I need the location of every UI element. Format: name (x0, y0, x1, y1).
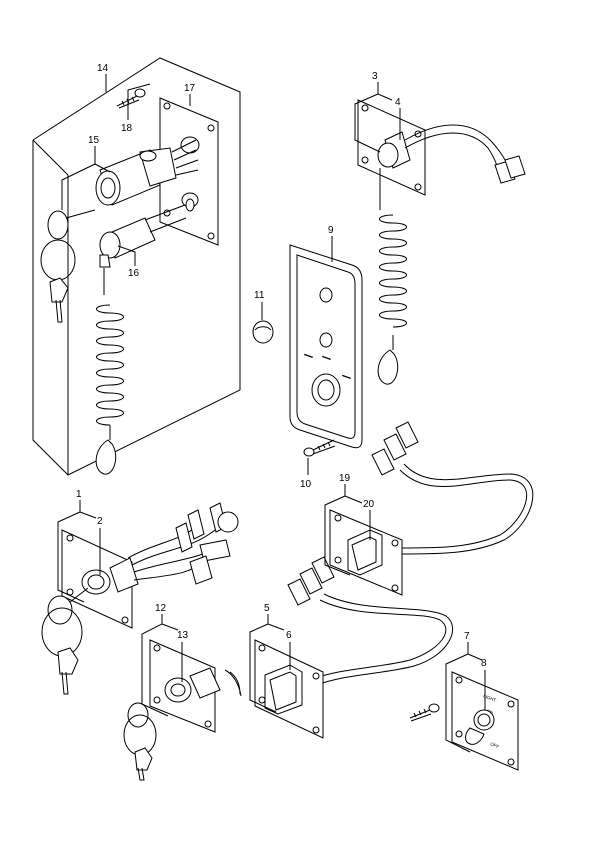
svg-text:▬▬: ▬▬ (342, 372, 353, 380)
part-number-13: 13 (177, 630, 189, 641)
main-key-switch-2 (81, 502, 239, 595)
off-label: OFF (490, 741, 500, 749)
part-number-10: 10 (300, 479, 312, 490)
key-switch-13 (123, 667, 242, 781)
part-number-11: 11 (254, 290, 265, 301)
stop-switch-16 (99, 198, 195, 295)
part-number-15: 15 (88, 135, 100, 146)
light-label: LIGHT (483, 693, 497, 703)
part-number-12: 12 (155, 603, 167, 614)
connector-wires-5 (287, 556, 454, 687)
connector-wires-19 (371, 421, 534, 555)
part-number-20: 20 (363, 499, 375, 510)
part-number-1: 1 (76, 489, 82, 500)
part-numbers: 14 17 18 15 16 3 4 9 11 10 19 20 1 2 12 … (76, 63, 487, 669)
part-number-9: 9 (328, 225, 334, 236)
main-key-1 (41, 587, 89, 695)
part-number-2: 2 (97, 516, 103, 527)
lanyard-coil-16 (95, 304, 124, 475)
switch-6 (264, 664, 303, 715)
svg-text:▬▬: ▬▬ (304, 351, 315, 359)
part-number-6: 6 (286, 630, 292, 641)
part-number-5: 5 (264, 603, 270, 614)
part-number-16: 16 (128, 268, 140, 279)
part-number-19: 19 (339, 473, 351, 484)
part-number-3: 3 (372, 71, 378, 82)
switch-20 (347, 529, 383, 576)
leader-lines (57, 74, 486, 753)
ignition-switch-15 (95, 139, 199, 206)
part-number-8: 8 (481, 658, 487, 669)
part-number-7: 7 (464, 631, 470, 642)
screw-7 (409, 703, 440, 722)
part-number-17: 17 (184, 83, 196, 94)
stop-switch-assembly-3 (357, 99, 526, 385)
part-number-18: 18 (121, 123, 133, 134)
cap-11 (252, 320, 274, 344)
switch-panel-9: ▬▬ ▬▬ ▬▬ (289, 244, 363, 449)
part-number-14: 14 (97, 63, 109, 74)
part-number-4: 4 (395, 97, 401, 108)
screw-10 (303, 439, 336, 457)
svg-text:▬▬: ▬▬ (322, 353, 333, 361)
key-15 (40, 209, 96, 323)
screw-18 (116, 88, 146, 109)
light-switch-8 (465, 709, 495, 745)
